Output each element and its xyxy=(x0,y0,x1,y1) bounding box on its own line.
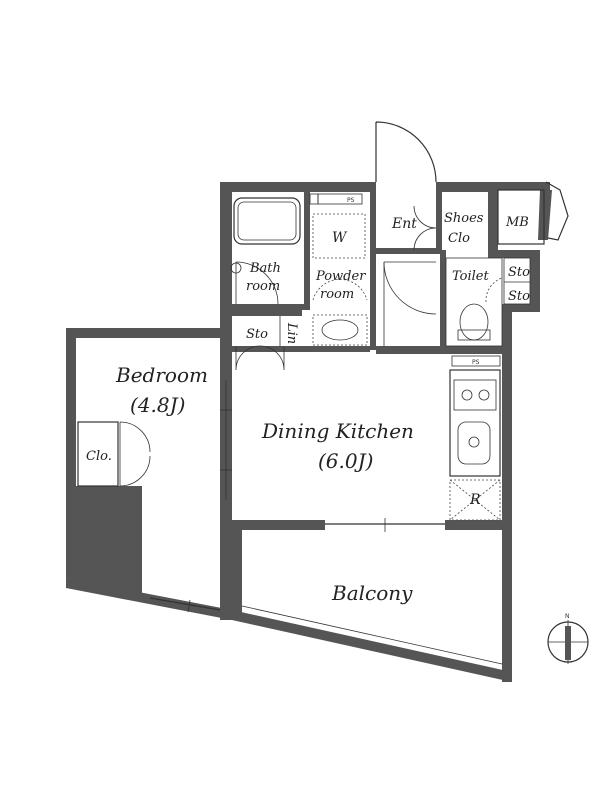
small-box xyxy=(309,193,319,205)
east-wall-toilet xyxy=(530,256,540,312)
mb-door xyxy=(545,181,569,241)
balcony-south-wall xyxy=(232,610,512,682)
powder-label-2: room xyxy=(320,287,354,302)
toilet-tank xyxy=(457,329,491,341)
balcony-west-wall xyxy=(232,530,242,620)
stove-burner-left xyxy=(461,389,473,401)
fridge-box xyxy=(449,479,501,521)
toilet-bowl xyxy=(459,303,489,341)
closet-label: Clo. xyxy=(86,449,112,464)
powder-label: Powder xyxy=(315,269,366,284)
closet-door xyxy=(119,421,151,487)
kitchen-stove xyxy=(453,379,497,411)
fridge-x2 xyxy=(449,479,501,521)
bedroom-closet xyxy=(77,421,119,487)
shoes-door xyxy=(413,205,437,251)
compass-needle xyxy=(565,626,571,660)
toilet-west-wall xyxy=(440,250,446,350)
kitchen-counter xyxy=(449,369,501,477)
powder-sink xyxy=(321,319,359,341)
lin-label: Lin xyxy=(284,322,299,344)
north-wall-right xyxy=(436,182,498,192)
bathtub xyxy=(233,197,301,245)
fridge-label: R xyxy=(469,492,481,508)
east-wall-step2 xyxy=(504,304,540,312)
sink-drain xyxy=(468,436,480,448)
washer-box xyxy=(312,213,366,259)
ps-label-kitchen: PS xyxy=(472,359,480,366)
ps-box-kitchen xyxy=(451,355,501,367)
bath-door xyxy=(235,261,279,305)
dining-kitchen-label: Dining Kitchen xyxy=(261,419,414,443)
powder-east-wall xyxy=(370,192,376,350)
east-wall-upper xyxy=(488,182,498,256)
bath-bottom-wall xyxy=(232,304,310,310)
bathtub-inner xyxy=(237,201,297,241)
bath-label-2: room xyxy=(246,279,280,294)
toilet-door xyxy=(485,277,503,303)
dining-north-wall xyxy=(232,346,370,352)
bath-label: Bath xyxy=(249,261,281,276)
bedroom-size: (4.8J) xyxy=(130,393,185,417)
toilet-sto-box xyxy=(503,257,531,305)
washer-label: W xyxy=(332,230,348,246)
powder-vanity xyxy=(312,314,368,346)
toilet-sto-label: Sto xyxy=(508,265,530,280)
north-wall xyxy=(220,182,376,192)
bedroom-wall-block xyxy=(66,486,142,596)
dining-kitchen-size: (6.0J) xyxy=(318,449,373,473)
bath-west-wall xyxy=(220,182,232,338)
shoes-wall xyxy=(436,192,442,252)
mb-box xyxy=(497,189,545,245)
shoes-label-2: Clo xyxy=(448,231,470,246)
balcony-inner xyxy=(241,605,503,665)
bath-powder-divider xyxy=(304,192,310,304)
entrance-bottom-wall xyxy=(376,248,440,254)
bedroom-window-mark xyxy=(187,599,191,613)
mb-door-leaf xyxy=(538,190,552,240)
ps-box-top xyxy=(317,193,363,205)
bath-drain xyxy=(230,262,242,274)
toilet-label: Toilet xyxy=(452,269,489,284)
toilet-sto-label-2: Sto xyxy=(508,289,530,304)
shoes-label: Shoes xyxy=(444,211,484,226)
powder-door xyxy=(312,279,368,301)
sto-label: Sto xyxy=(246,327,268,342)
entrance-door xyxy=(375,121,437,183)
bedroom-north-wall xyxy=(66,328,232,338)
bedroom-label: Bedroom xyxy=(115,363,208,387)
kitchen-sink xyxy=(457,421,491,465)
mb-label: MB xyxy=(505,215,529,230)
hall-door xyxy=(383,261,437,315)
dining-south-wall xyxy=(232,520,325,530)
sto-door xyxy=(235,345,285,371)
ps-label-top: PS xyxy=(347,197,355,204)
dining-south-wall-right xyxy=(445,520,512,530)
sto-lin-wall xyxy=(232,310,302,316)
bedroom-south-wall xyxy=(66,578,232,620)
entrance-label: Ent xyxy=(391,216,417,232)
bedroom-window xyxy=(149,597,221,611)
east-wall-main xyxy=(502,304,512,538)
compass-north-label: N xyxy=(565,613,570,620)
mb-wall xyxy=(498,182,550,190)
east-wall-balcony xyxy=(502,530,512,682)
east-wall-step xyxy=(488,250,540,258)
toilet-room xyxy=(445,257,503,347)
balcony-label: Balcony xyxy=(331,581,413,605)
stove-burner-right xyxy=(478,389,490,401)
